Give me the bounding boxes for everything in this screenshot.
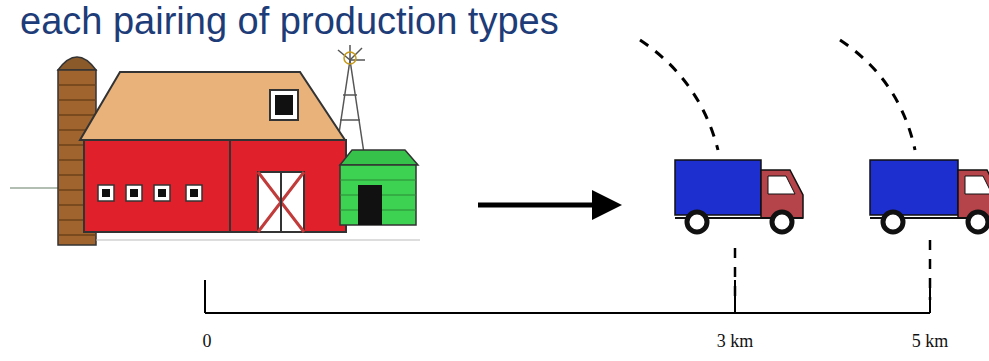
distance-label: 3 km [717,330,754,352]
radius-arc [640,40,718,150]
radius-arc [840,40,915,150]
truck [870,160,989,232]
distance-label: 0 [203,330,212,352]
barn [80,72,346,232]
distance-label: 5 km [912,330,949,352]
distance-scale [205,280,930,313]
slide-title: each pairing of production types [20,0,559,43]
shed [340,150,418,225]
direction-arrow [478,203,612,208]
truck [675,160,803,232]
